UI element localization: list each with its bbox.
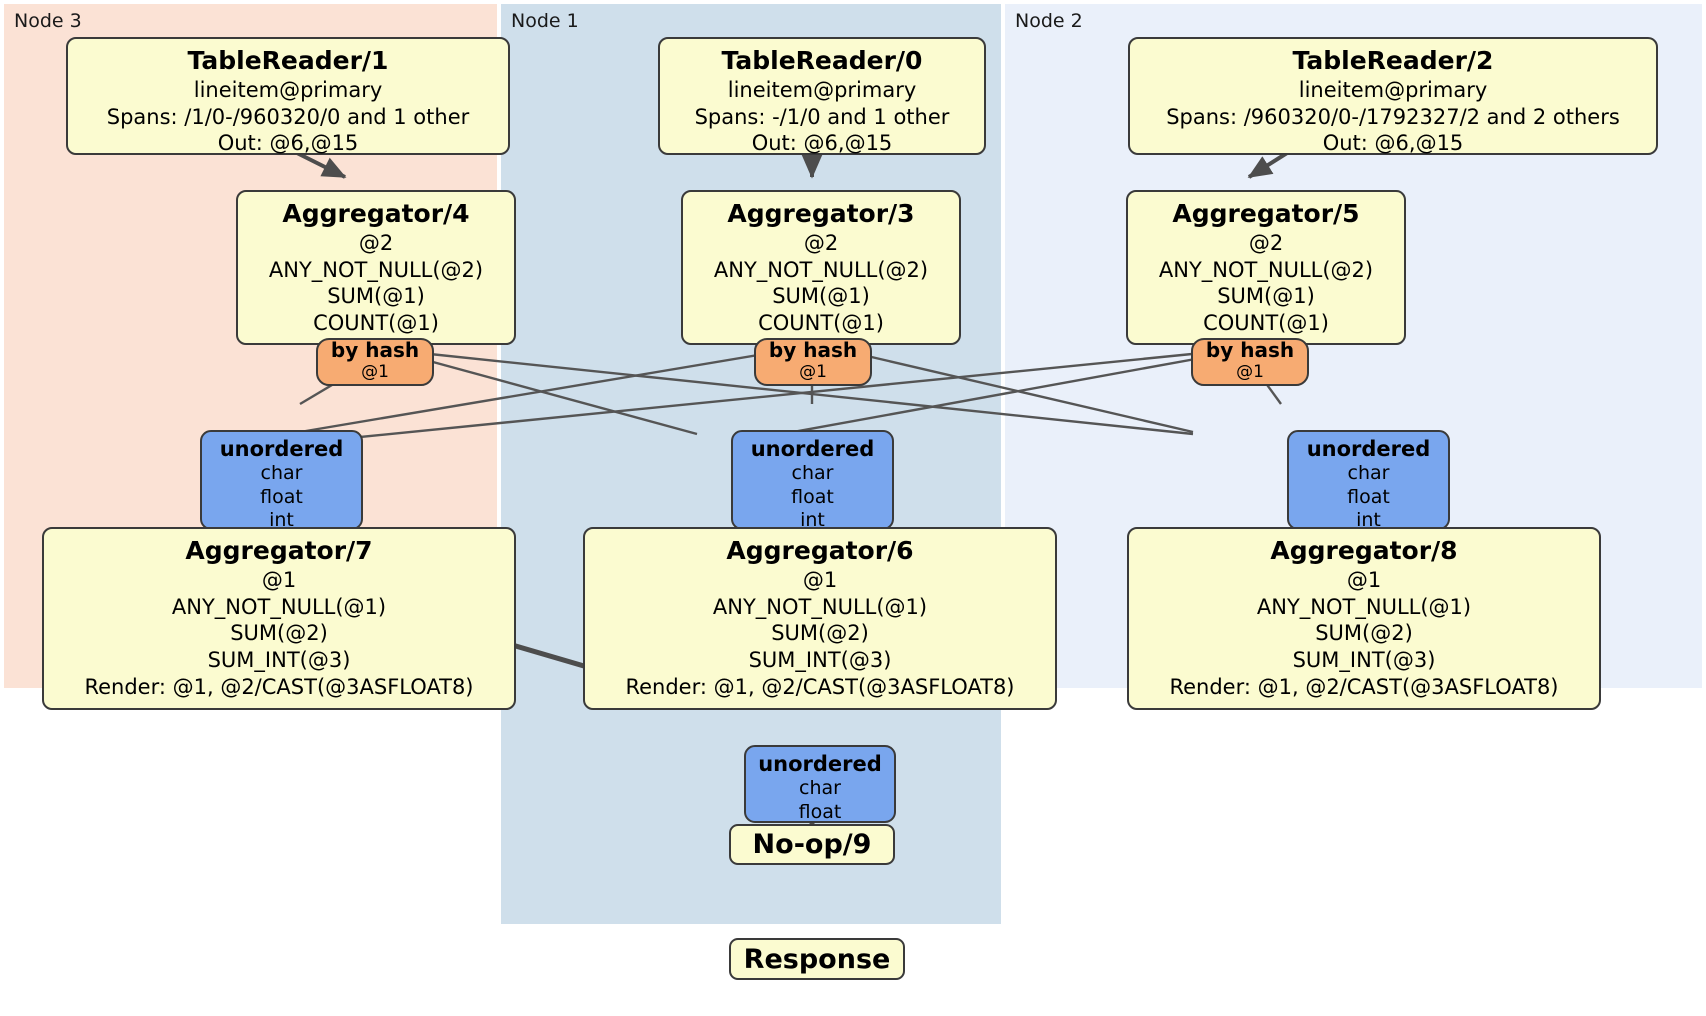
router-title: by hash — [768, 338, 858, 363]
processor-agg-1: ANY_NOT_NULL(@1) — [171, 594, 387, 619]
synchronizer-title: unordered — [1306, 437, 1431, 461]
synchronizer-title: unordered — [758, 752, 882, 776]
synchronizer-type-float: float — [791, 485, 834, 508]
processor-agg-1: ANY_NOT_NULL(@1) — [712, 594, 928, 619]
router-by-hash-node2[interactable]: by hash @1 — [1191, 338, 1309, 386]
processor-no-op-9[interactable]: No-op/9 — [729, 824, 895, 865]
response-box[interactable]: Response — [729, 938, 905, 980]
router-by-hash-node3[interactable]: by hash @1 — [316, 338, 434, 386]
processor-agg-3: COUNT(@1) — [1203, 310, 1329, 335]
processor-title: No-op/9 — [752, 829, 872, 860]
processor-render: Render: @1, @2/CAST(@3ASFLOAT8) — [84, 674, 474, 699]
processor-agg-3: SUM_INT(@3) — [207, 647, 351, 672]
processor-aggregator-4[interactable]: Aggregator/4 @2 ANY_NOT_NULL(@2) SUM(@1)… — [236, 190, 516, 345]
processor-aggregator-3[interactable]: Aggregator/3 @2 ANY_NOT_NULL(@2) SUM(@1)… — [681, 190, 961, 345]
processor-title: TableReader/1 — [187, 46, 389, 75]
processor-out: Out: @6,@15 — [751, 131, 893, 156]
synchronizer-type-char: char — [799, 777, 841, 800]
processor-aggregator-5[interactable]: Aggregator/5 @2 ANY_NOT_NULL(@2) SUM(@1)… — [1126, 190, 1406, 345]
processor-title: TableReader/2 — [1292, 46, 1494, 75]
processor-agg-2: SUM(@1) — [327, 284, 425, 309]
router-title: by hash — [330, 338, 420, 363]
processor-tablereader-1[interactable]: TableReader/1 lineitem@primary Spans: /1… — [66, 37, 510, 155]
processor-title: Aggregator/4 — [282, 199, 470, 228]
processor-title: Aggregator/3 — [727, 199, 915, 228]
processor-spans: Spans: -/1/0 and 1 other — [694, 104, 950, 129]
processor-render: Render: @1, @2/CAST(@3ASFLOAT8) — [625, 674, 1015, 699]
synchronizer-type-int: int — [800, 509, 825, 532]
processor-title: TableReader/0 — [721, 46, 923, 75]
processor-agg-3: COUNT(@1) — [758, 310, 884, 335]
processor-aggregator-7[interactable]: Aggregator/7 @1 ANY_NOT_NULL(@1) SUM(@2)… — [42, 527, 516, 710]
processor-agg-2: SUM(@1) — [772, 284, 870, 309]
router-column: @1 — [799, 362, 827, 383]
processor-aggregator-8[interactable]: Aggregator/8 @1 ANY_NOT_NULL(@1) SUM(@2)… — [1127, 527, 1601, 710]
router-title: by hash — [1205, 338, 1295, 363]
processor-agg-1: ANY_NOT_NULL(@2) — [713, 257, 929, 282]
processor-table: lineitem@primary — [727, 78, 917, 102]
processor-title: Aggregator/6 — [726, 536, 914, 565]
processor-out: Out: @6,@15 — [1322, 131, 1464, 156]
synchronizer-unordered-node2[interactable]: unordered char float int — [1287, 430, 1450, 532]
processor-group-cols: @2 — [358, 231, 394, 255]
processor-agg-2: SUM(@1) — [1217, 284, 1315, 309]
synchronizer-type-char: char — [260, 462, 303, 485]
response-label: Response — [743, 943, 891, 975]
processor-agg-2: SUM(@2) — [771, 621, 869, 646]
synchronizer-type-int: int — [1356, 509, 1381, 532]
synchronizer-unordered-node1[interactable]: unordered char float int — [731, 430, 894, 532]
node-panel-label-node2: Node 2 — [1015, 10, 1083, 32]
synchronizer-unordered-final[interactable]: unordered char float — [744, 745, 896, 823]
processor-group-cols: @1 — [802, 568, 838, 592]
processor-tablereader-0[interactable]: TableReader/0 lineitem@primary Spans: -/… — [658, 37, 986, 155]
processor-agg-3: COUNT(@1) — [313, 310, 439, 335]
processor-group-cols: @2 — [803, 231, 839, 255]
processor-agg-3: SUM_INT(@3) — [748, 647, 892, 672]
processor-agg-1: ANY_NOT_NULL(@2) — [268, 257, 484, 282]
processor-spans: Spans: /1/0-/960320/0 and 1 other — [106, 104, 470, 129]
router-column: @1 — [361, 362, 389, 383]
processor-render: Render: @1, @2/CAST(@3ASFLOAT8) — [1169, 674, 1559, 699]
processor-agg-2: SUM(@2) — [1315, 621, 1413, 646]
synchronizer-type-int: int — [269, 509, 294, 532]
synchronizer-unordered-node3[interactable]: unordered char float int — [200, 430, 363, 532]
processor-agg-3: SUM_INT(@3) — [1292, 647, 1436, 672]
synchronizer-type-char: char — [791, 462, 834, 485]
processor-table: lineitem@primary — [1298, 78, 1488, 102]
processor-agg-2: SUM(@2) — [230, 621, 328, 646]
processor-tablereader-2[interactable]: TableReader/2 lineitem@primary Spans: /9… — [1128, 37, 1658, 155]
processor-spans: Spans: /960320/0-/1792327/2 and 2 others — [1166, 104, 1620, 129]
processor-group-cols: @2 — [1248, 231, 1284, 255]
processor-title: Aggregator/8 — [1270, 536, 1458, 565]
synchronizer-type-float: float — [260, 485, 303, 508]
synchronizer-title: unordered — [750, 437, 875, 461]
synchronizer-type-char: char — [1347, 462, 1390, 485]
processor-table: lineitem@primary — [193, 78, 383, 102]
processor-agg-1: ANY_NOT_NULL(@1) — [1256, 594, 1472, 619]
processor-group-cols: @1 — [261, 568, 297, 592]
processor-out: Out: @6,@15 — [217, 131, 359, 156]
processor-aggregator-6[interactable]: Aggregator/6 @1 ANY_NOT_NULL(@1) SUM(@2)… — [583, 527, 1057, 710]
processor-title: Aggregator/7 — [185, 536, 373, 565]
synchronizer-type-float: float — [798, 800, 842, 823]
synchronizer-type-float: float — [1347, 485, 1390, 508]
processor-agg-1: ANY_NOT_NULL(@2) — [1158, 257, 1374, 282]
node-panel-label-node1: Node 1 — [511, 10, 579, 32]
node-panel-label-node3: Node 3 — [14, 10, 82, 32]
processor-title: Aggregator/5 — [1172, 199, 1360, 228]
synchronizer-title: unordered — [219, 437, 344, 461]
processor-group-cols: @1 — [1346, 568, 1382, 592]
router-column: @1 — [1236, 362, 1264, 383]
router-by-hash-node1[interactable]: by hash @1 — [754, 338, 872, 386]
